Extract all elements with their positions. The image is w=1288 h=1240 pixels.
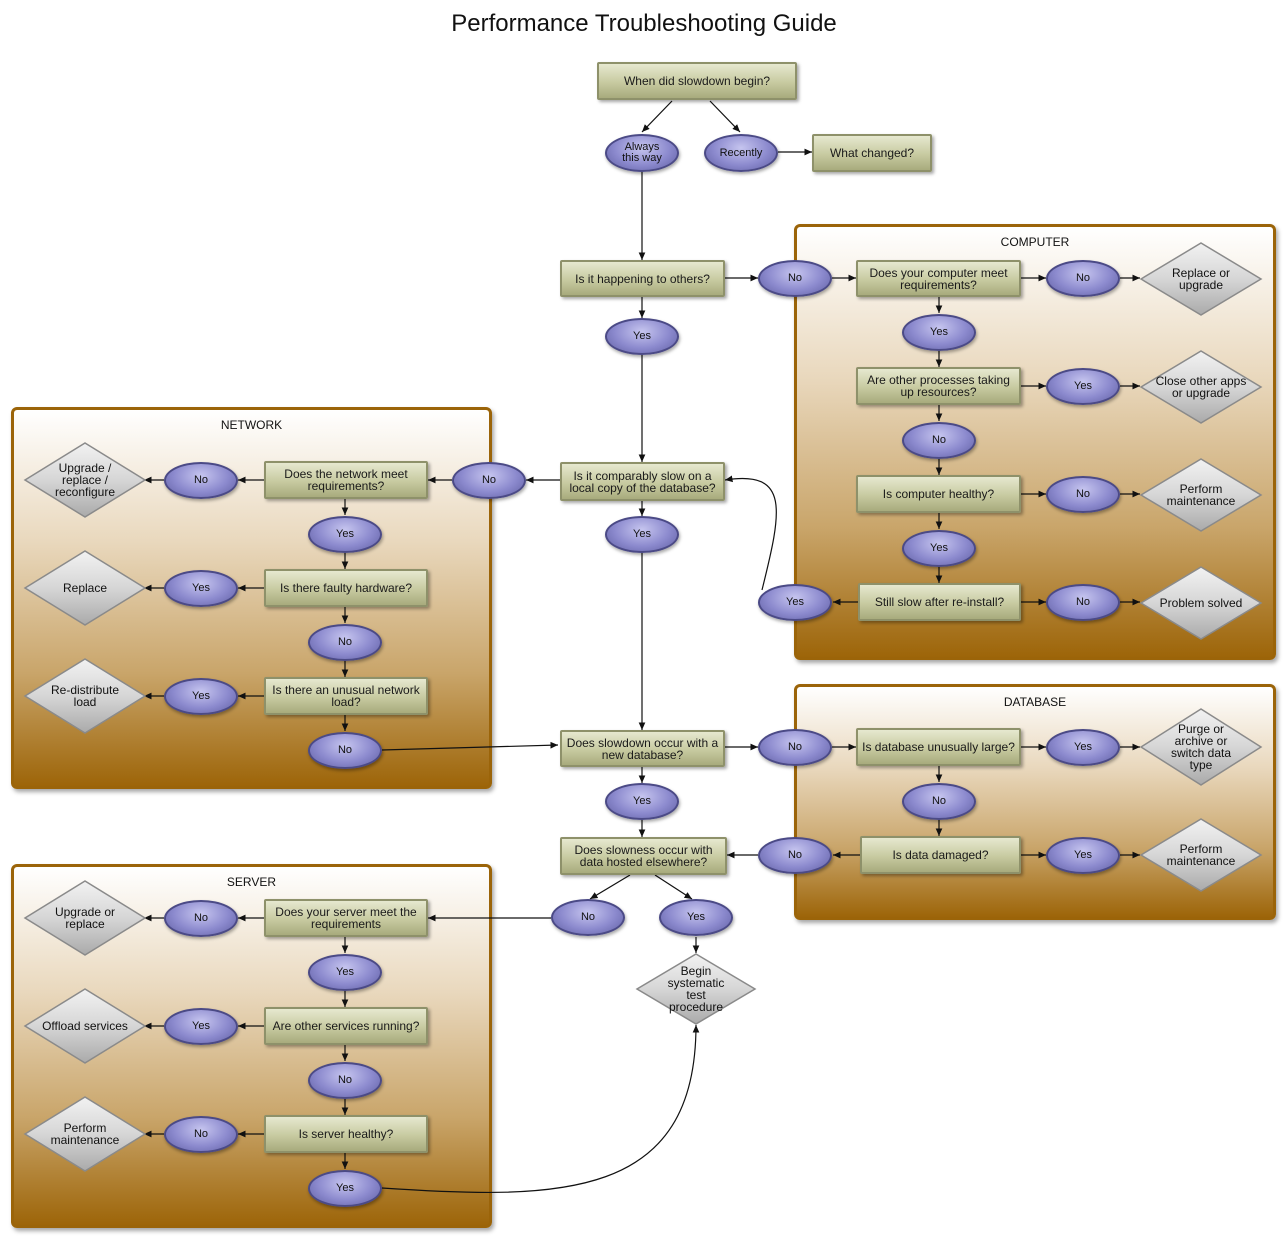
question-computer-requirements: Does your computer meet requirements? <box>856 260 1021 297</box>
answer-others-yes: Yes <box>605 318 679 355</box>
answer-load-no: No <box>308 732 382 769</box>
answer-healthy-no: No <box>1046 476 1120 513</box>
end-upgrade-or-replace-label: Upgrade or replace <box>54 905 116 931</box>
question-new-database: Does slowdown occur with a new database? <box>560 730 725 767</box>
answer-large-no: No <box>902 783 976 820</box>
question-unusual-network-load: Is there an unusual network load? <box>264 677 428 715</box>
answer-server-healthy-yes: Yes <box>308 1170 382 1207</box>
end-perform-maintenance-database-label: Perform maintenance <box>1166 842 1236 868</box>
end-replace-or-upgrade: Replace or upgrade <box>1139 242 1263 316</box>
end-replace: Replace <box>23 550 147 626</box>
answer-processes-no: No <box>902 422 976 459</box>
answer-large-yes: Yes <box>1046 729 1120 766</box>
answer-server-req-yes: Yes <box>308 954 382 991</box>
answer-services-yes: Yes <box>164 1008 238 1045</box>
end-upgrade-replace-reconfigure-label: Upgrade / replace / reconfigure <box>54 461 116 499</box>
answer-local-yes: Yes <box>605 516 679 553</box>
answer-processes-yes: Yes <box>1046 368 1120 405</box>
end-perform-maintenance-computer-label: Perform maintenance <box>1166 482 1236 508</box>
question-slow-after-reinstall: Still slow after re-install? <box>858 583 1021 621</box>
answer-services-no: No <box>308 1062 382 1099</box>
end-replace-or-upgrade-label: Replace or upgrade <box>1171 266 1231 292</box>
end-perform-maintenance-database: Perform maintenance <box>1139 818 1263 892</box>
answer-damaged-yes: Yes <box>1046 837 1120 874</box>
answer-hosted-yes: Yes <box>659 899 733 936</box>
end-begin-systematic-test: Begin systematic test procedure <box>635 953 757 1025</box>
question-slowdown-begin: When did slowdown begin? <box>597 62 797 100</box>
end-perform-maintenance-server: Perform maintenance <box>23 1096 147 1172</box>
question-local-copy: Is it comparably slow on a local copy of… <box>560 462 725 501</box>
database-panel-title: DATABASE <box>1003 695 1067 709</box>
end-offload-services-label: Offload services <box>42 1019 128 1033</box>
answer-hardware-no: No <box>308 624 382 661</box>
answer-others-no: No <box>758 260 832 297</box>
end-upgrade-replace-reconfigure: Upgrade / replace / reconfigure <box>23 442 147 518</box>
answer-reinstall-no: No <box>1046 584 1120 621</box>
answer-damaged-no: No <box>758 837 832 874</box>
question-hosted-elsewhere: Does slowness occur with data hosted els… <box>560 837 727 875</box>
end-redistribute-load: Re-distribute load <box>23 658 147 734</box>
question-server-requirements: Does your server meet the requirements <box>264 899 428 937</box>
question-database-large: Is database unusually large? <box>856 728 1021 766</box>
answer-hosted-no: No <box>551 899 625 936</box>
end-upgrade-or-replace: Upgrade or replace <box>23 880 147 956</box>
question-happening-to-others: Is it happening to others? <box>560 260 725 297</box>
answer-server-healthy-no: No <box>164 1116 238 1153</box>
answer-hardware-yes: Yes <box>164 570 238 607</box>
end-purge-archive-switch-label: Purge or archive or switch data type <box>1170 722 1232 772</box>
server-panel-title: SERVER <box>226 875 277 889</box>
end-perform-maintenance-server-label: Perform maintenance <box>50 1121 120 1147</box>
network-panel-title: NETWORK <box>220 418 283 432</box>
end-replace-label: Replace <box>62 581 108 595</box>
answer-load-yes: Yes <box>164 678 238 715</box>
answer-network-req-yes: Yes <box>308 516 382 553</box>
computer-panel-title: COMPUTER <box>1000 235 1070 249</box>
answer-computer-req-no: No <box>1046 260 1120 297</box>
question-what-changed: What changed? <box>812 134 932 172</box>
question-computer-healthy: Is computer healthy? <box>856 475 1021 513</box>
end-purge-archive-switch: Purge or archive or switch data type <box>1139 708 1263 786</box>
answer-newdb-no: No <box>758 729 832 766</box>
answer-always-this-way: Always this way <box>605 134 679 172</box>
question-faulty-hardware: Is there faulty hardware? <box>264 569 428 607</box>
question-server-healthy: Is server healthy? <box>264 1115 428 1153</box>
question-other-services: Are other services running? <box>264 1007 428 1045</box>
end-close-other-apps-label: Close other apps or upgrade <box>1155 374 1247 400</box>
end-problem-solved: Problem solved <box>1139 566 1263 640</box>
end-begin-systematic-test-label: Begin systematic test procedure <box>667 964 725 1014</box>
question-other-processes: Are other processes taking up resources? <box>856 367 1021 405</box>
answer-reinstall-yes: Yes <box>758 584 832 621</box>
end-redistribute-load-label: Re-distribute load <box>50 683 120 709</box>
end-close-other-apps: Close other apps or upgrade <box>1139 350 1263 424</box>
answer-network-req-no: No <box>164 462 238 499</box>
answer-recently: Recently <box>704 134 778 172</box>
answer-computer-req-yes: Yes <box>902 314 976 351</box>
answer-server-req-no: No <box>164 900 238 937</box>
answer-local-no: No <box>452 462 526 499</box>
end-offload-services: Offload services <box>23 988 147 1064</box>
question-network-requirements: Does the network meet requirements? <box>264 461 428 499</box>
question-data-damaged: Is data damaged? <box>860 836 1021 874</box>
answer-healthy-yes: Yes <box>902 530 976 567</box>
diagram-title: Performance Troubleshooting Guide <box>451 10 837 37</box>
end-problem-solved-label: Problem solved <box>1159 596 1243 610</box>
answer-newdb-yes: Yes <box>605 783 679 820</box>
end-perform-maintenance-computer: Perform maintenance <box>1139 458 1263 532</box>
